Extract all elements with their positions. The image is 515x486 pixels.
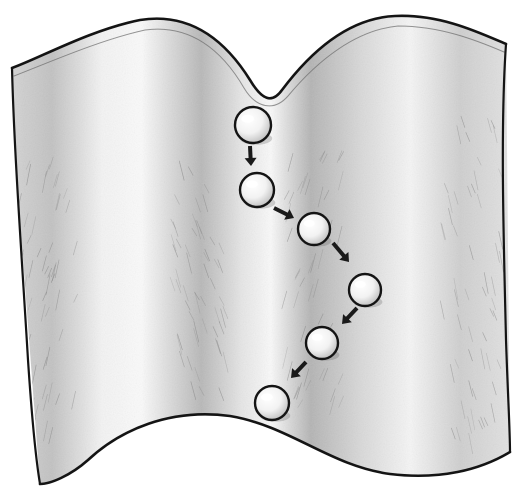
ball-highlight (261, 393, 273, 400)
hatch-stroke (26, 426, 30, 440)
ball-body (306, 327, 338, 359)
ball-body (255, 386, 289, 420)
ball-1 (235, 107, 272, 145)
ball-highlight (246, 180, 258, 187)
ball-highlight (304, 220, 315, 227)
hatch-stroke (21, 397, 25, 406)
ball-6 (255, 386, 290, 422)
ball-4 (349, 274, 382, 308)
ball-highlight (355, 281, 366, 288)
ball-body (298, 213, 330, 245)
ball-2 (240, 173, 275, 209)
ball-5 (306, 327, 339, 361)
ball-highlight (312, 334, 323, 341)
ball-body (235, 107, 271, 143)
hatch-stroke (24, 372, 28, 393)
ball-highlight (241, 115, 254, 123)
ball-3 (298, 213, 331, 247)
ball-body (349, 274, 381, 306)
ball-body (240, 173, 274, 207)
